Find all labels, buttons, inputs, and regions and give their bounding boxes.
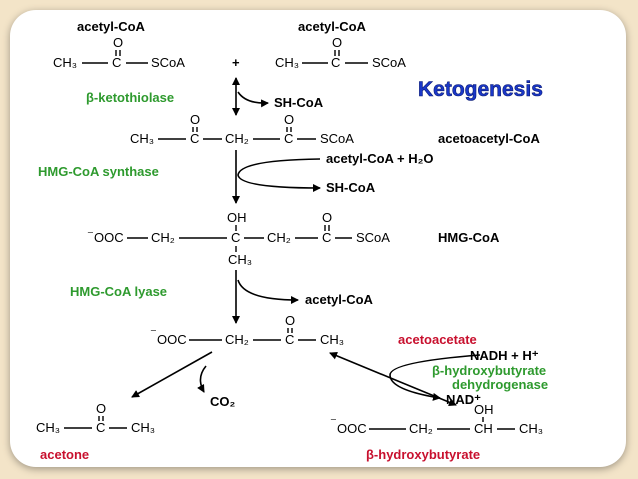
atom-o: O bbox=[96, 401, 106, 416]
group-oh: OH bbox=[227, 210, 247, 225]
acetoacetate-formula: O ⁻ OOC CH₂ C CH₃ bbox=[150, 313, 344, 347]
atom-c: C bbox=[231, 230, 240, 245]
acetone-formula: O CH₃ C CH₃ bbox=[36, 401, 155, 435]
group-oh: OH bbox=[474, 402, 494, 417]
atom-o: O bbox=[285, 313, 295, 328]
atom-c: C bbox=[284, 131, 293, 146]
atom-o: O bbox=[322, 210, 332, 225]
atom-c: C bbox=[285, 332, 294, 347]
charge-minus: ⁻ bbox=[87, 227, 94, 242]
nad-cofactor: NAD⁺ bbox=[446, 392, 481, 407]
group-ch3: CH₃ bbox=[228, 252, 252, 267]
sh-coa-product-1: SH-CoA bbox=[274, 95, 324, 110]
group-ch3: CH₃ bbox=[275, 55, 299, 70]
acetyl-coa-formula-left: O CH₃ C SCoA bbox=[53, 35, 185, 70]
atom-c: C bbox=[190, 131, 199, 146]
atom-c: C bbox=[96, 420, 105, 435]
acetoacetyl-coa-label: acetoacetyl-CoA bbox=[438, 131, 540, 146]
atom-c: C bbox=[331, 55, 340, 70]
group-ch2: CH₂ bbox=[225, 131, 249, 146]
group-ch3: CH₃ bbox=[131, 420, 155, 435]
nadh-nad-arrow bbox=[389, 354, 481, 401]
group-ch3: CH₃ bbox=[519, 421, 543, 436]
acetyl-coa-water-arrow bbox=[237, 158, 321, 192]
diagram-title: Ketogenesis bbox=[418, 78, 543, 101]
group-ooc: OOC bbox=[157, 332, 187, 347]
atom-o: O bbox=[284, 112, 294, 127]
group-ch3: CH₃ bbox=[53, 55, 77, 70]
group-ooc: OOC bbox=[94, 230, 124, 245]
enzyme-hmg-coa-synthase: HMG-CoA synthase bbox=[38, 164, 159, 179]
acetoacetate-label: acetoacetate bbox=[398, 332, 477, 347]
acetyl-coa-release-arrow bbox=[237, 279, 299, 304]
group-ch3: CH₃ bbox=[320, 332, 344, 347]
group-scoa: SCoA bbox=[372, 55, 406, 70]
atom-o: O bbox=[113, 35, 123, 50]
nadh-cofactor: NADH + H⁺ bbox=[470, 348, 539, 363]
hmg-coa-label: HMG-CoA bbox=[438, 230, 500, 245]
acetone-label: acetone bbox=[40, 447, 89, 462]
enzyme-beta-ketothiolase: β-ketothiolase bbox=[86, 90, 174, 105]
group-scoa: SCoA bbox=[151, 55, 185, 70]
sh-coa-release-arrow-1 bbox=[237, 91, 269, 108]
group-ch2: CH₂ bbox=[151, 230, 175, 245]
acetyl-coa-product: acetyl-CoA bbox=[305, 292, 374, 307]
charge-minus: ⁻ bbox=[150, 325, 157, 340]
group-ch2: CH₂ bbox=[267, 230, 291, 245]
group-ch3: CH₃ bbox=[36, 420, 60, 435]
sh-coa-product-2: SH-CoA bbox=[326, 180, 376, 195]
acetone-arrow bbox=[131, 351, 213, 398]
beta-hydroxybutyrate-label: β-hydroxybutyrate bbox=[366, 447, 480, 462]
group-ch: CH bbox=[474, 421, 493, 436]
acetyl-coa-formula-right: O CH₃ C SCoA bbox=[275, 35, 406, 70]
charge-minus: ⁻ bbox=[330, 414, 337, 429]
enzyme-hmg-coa-lyase: HMG-CoA lyase bbox=[70, 284, 167, 299]
acetoacetyl-coa-formula: O O CH₃ C CH₂ C SCoA bbox=[130, 112, 354, 146]
group-scoa: SCoA bbox=[356, 230, 390, 245]
group-ch3: CH₃ bbox=[130, 131, 154, 146]
acetyl-coa-water-input: acetyl-CoA + H₂O bbox=[326, 151, 434, 166]
atom-o: O bbox=[190, 112, 200, 127]
atom-c: C bbox=[322, 230, 331, 245]
group-scoa: SCoA bbox=[320, 131, 354, 146]
group-ooc: OOC bbox=[337, 421, 367, 436]
co2-release-arrow bbox=[197, 365, 207, 393]
acetyl-coa-label-right: acetyl-CoA bbox=[298, 19, 367, 34]
hmg-coa-formula: OH O ⁻ OOC CH₂ C CH₂ C SCoA CH₃ bbox=[87, 210, 390, 267]
group-ch2: CH₂ bbox=[409, 421, 433, 436]
acetyl-coa-label-left: acetyl-CoA bbox=[77, 19, 146, 34]
co2-product: CO₂ bbox=[210, 394, 236, 409]
beta-hydroxybutyrate-formula: OH ⁻ OOC CH₂ CH CH₃ bbox=[330, 402, 543, 436]
enzyme-bhb-dehydrogenase-line1: β-hydroxybutyrate bbox=[432, 363, 546, 378]
plus-sign: + bbox=[232, 55, 240, 70]
enzyme-bhb-dehydrogenase-line2: dehydrogenase bbox=[452, 377, 548, 392]
atom-c: C bbox=[112, 55, 121, 70]
group-ch2: CH₂ bbox=[225, 332, 249, 347]
atom-o: O bbox=[332, 35, 342, 50]
